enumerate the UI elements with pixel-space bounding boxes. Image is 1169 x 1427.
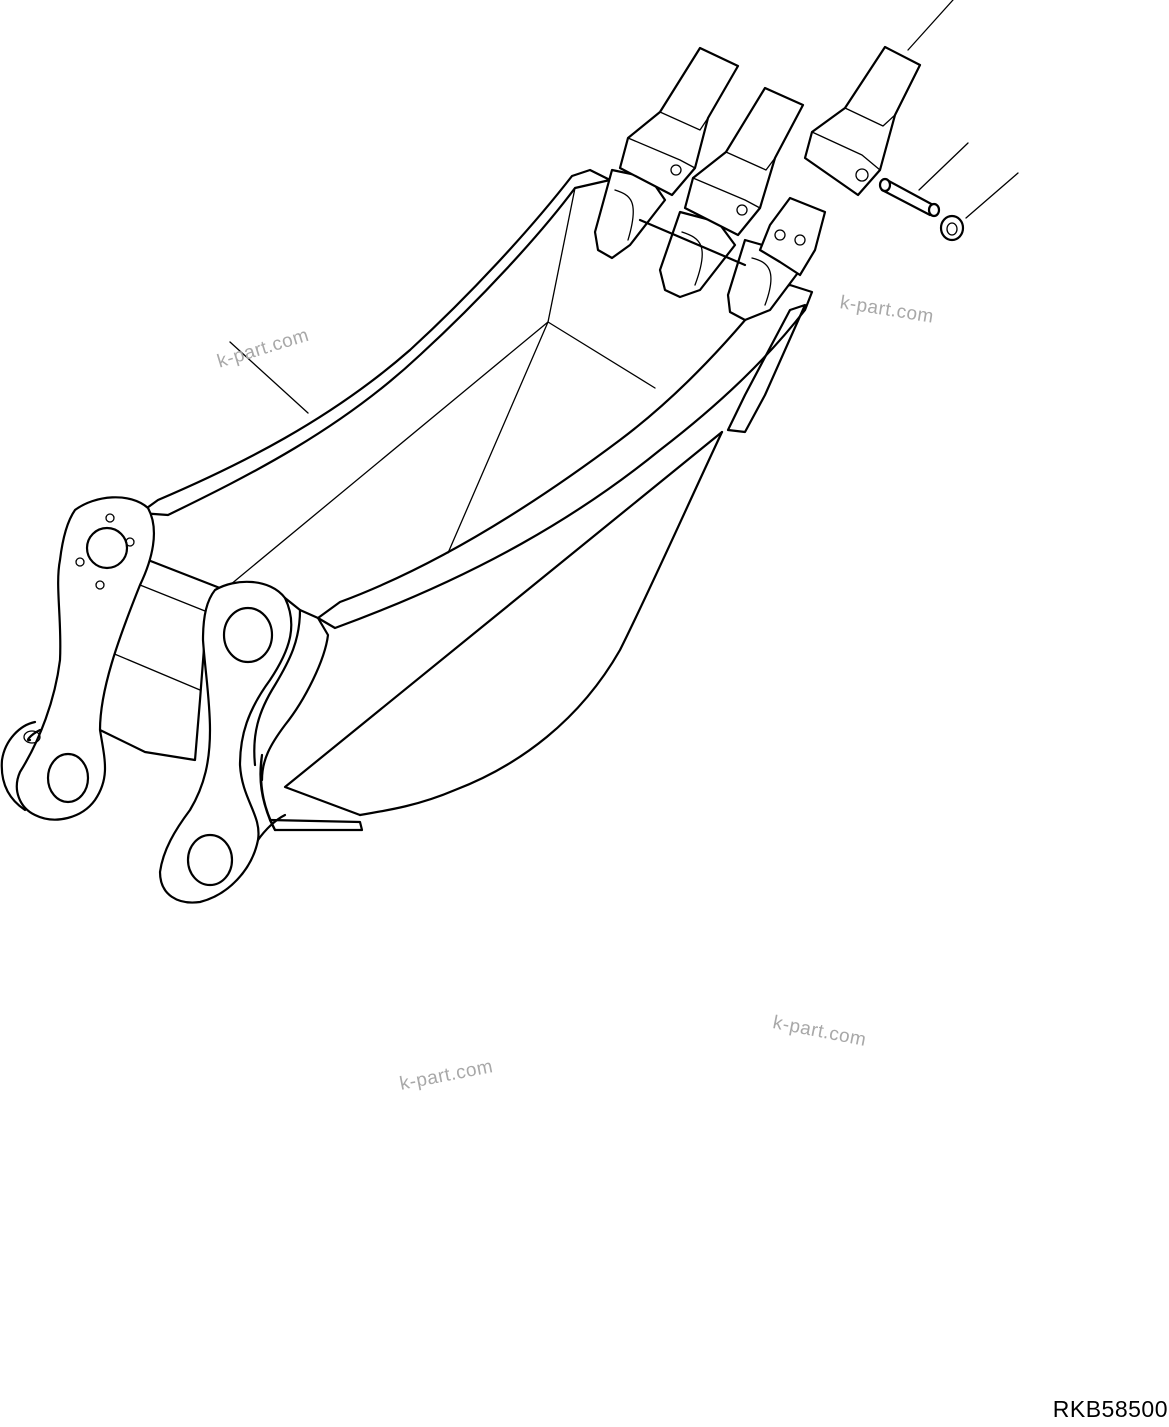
leader-line-bucket	[229, 341, 309, 414]
bucket-rear-plate-rib	[259, 753, 277, 832]
tooth-point-2	[683, 86, 805, 237]
bucket-wear-strip	[726, 303, 807, 434]
tooth-point-1-detail	[627, 111, 709, 169]
bucket-far-ear	[15, 496, 155, 821]
near-ear-upper-bore	[222, 606, 274, 664]
lock-pin-tip	[927, 202, 941, 218]
far-ear-lower-bore	[46, 752, 90, 804]
bucket-inner-fold-3	[447, 187, 576, 554]
leader-lines	[229, 0, 1019, 414]
bucket-inner-fold-2	[547, 321, 656, 389]
tooth-point-exploded	[803, 45, 922, 197]
tooth-point-2-detail	[692, 151, 776, 209]
bucket-near-ear	[158, 580, 293, 904]
far-lower-boss	[0, 720, 42, 812]
lock-ring-inner	[946, 222, 958, 236]
bucket-near-side-plate	[316, 283, 814, 630]
lock-ring	[939, 214, 965, 242]
far-ear-bolt-3	[75, 557, 85, 567]
adapter-right-detail	[751, 257, 772, 306]
leader-line-lock	[965, 172, 1019, 219]
near-ear-lower-bore	[186, 833, 234, 887]
tooth-point-3-pinhole	[774, 229, 786, 241]
far-ear-upper-bore	[85, 526, 129, 570]
far-ear-bolt-2	[125, 537, 135, 547]
tooth-point-1-pinhole	[670, 164, 682, 176]
tooth-point-exploded-pinhole	[855, 168, 869, 182]
bucket-boss-line-2	[139, 584, 211, 614]
bucket-rear-plate	[268, 818, 364, 832]
leader-line-pin	[918, 142, 969, 191]
bucket-inner-fold-1	[229, 321, 549, 586]
bucket-near-inner-edge	[260, 608, 330, 782]
bucket-assembly	[0, 168, 814, 904]
tooth-points	[618, 45, 922, 277]
bucket-far-side-plate	[138, 168, 612, 517]
tooth-point-1	[618, 46, 740, 197]
adapter-bar	[638, 218, 747, 267]
lock-pin-head	[878, 177, 892, 193]
far-ear-bolt-1	[105, 513, 115, 523]
tooth-point-exploded-detail	[811, 107, 896, 171]
lock-pin	[878, 177, 941, 218]
lock-ring-outer	[939, 214, 965, 242]
far-ear-bolt-4	[95, 580, 105, 590]
near-ear-lower-flange	[256, 813, 287, 842]
drawing-code: RKB58500	[1052, 1396, 1168, 1422]
bucket-bottom-edge	[283, 430, 724, 817]
bucket-bottom-shell	[358, 430, 724, 817]
near-ear-inner-edge	[253, 596, 302, 767]
tooth-point-2-pinhole	[736, 204, 748, 216]
tooth-point-3	[758, 196, 827, 277]
tooth-point-3-pinhole-2	[794, 234, 806, 246]
far-lower-boss-hole	[23, 730, 41, 744]
bucket-boss-line-1	[104, 649, 201, 691]
leader-line-tooth	[907, 0, 954, 51]
adapter-left-detail	[614, 189, 634, 241]
